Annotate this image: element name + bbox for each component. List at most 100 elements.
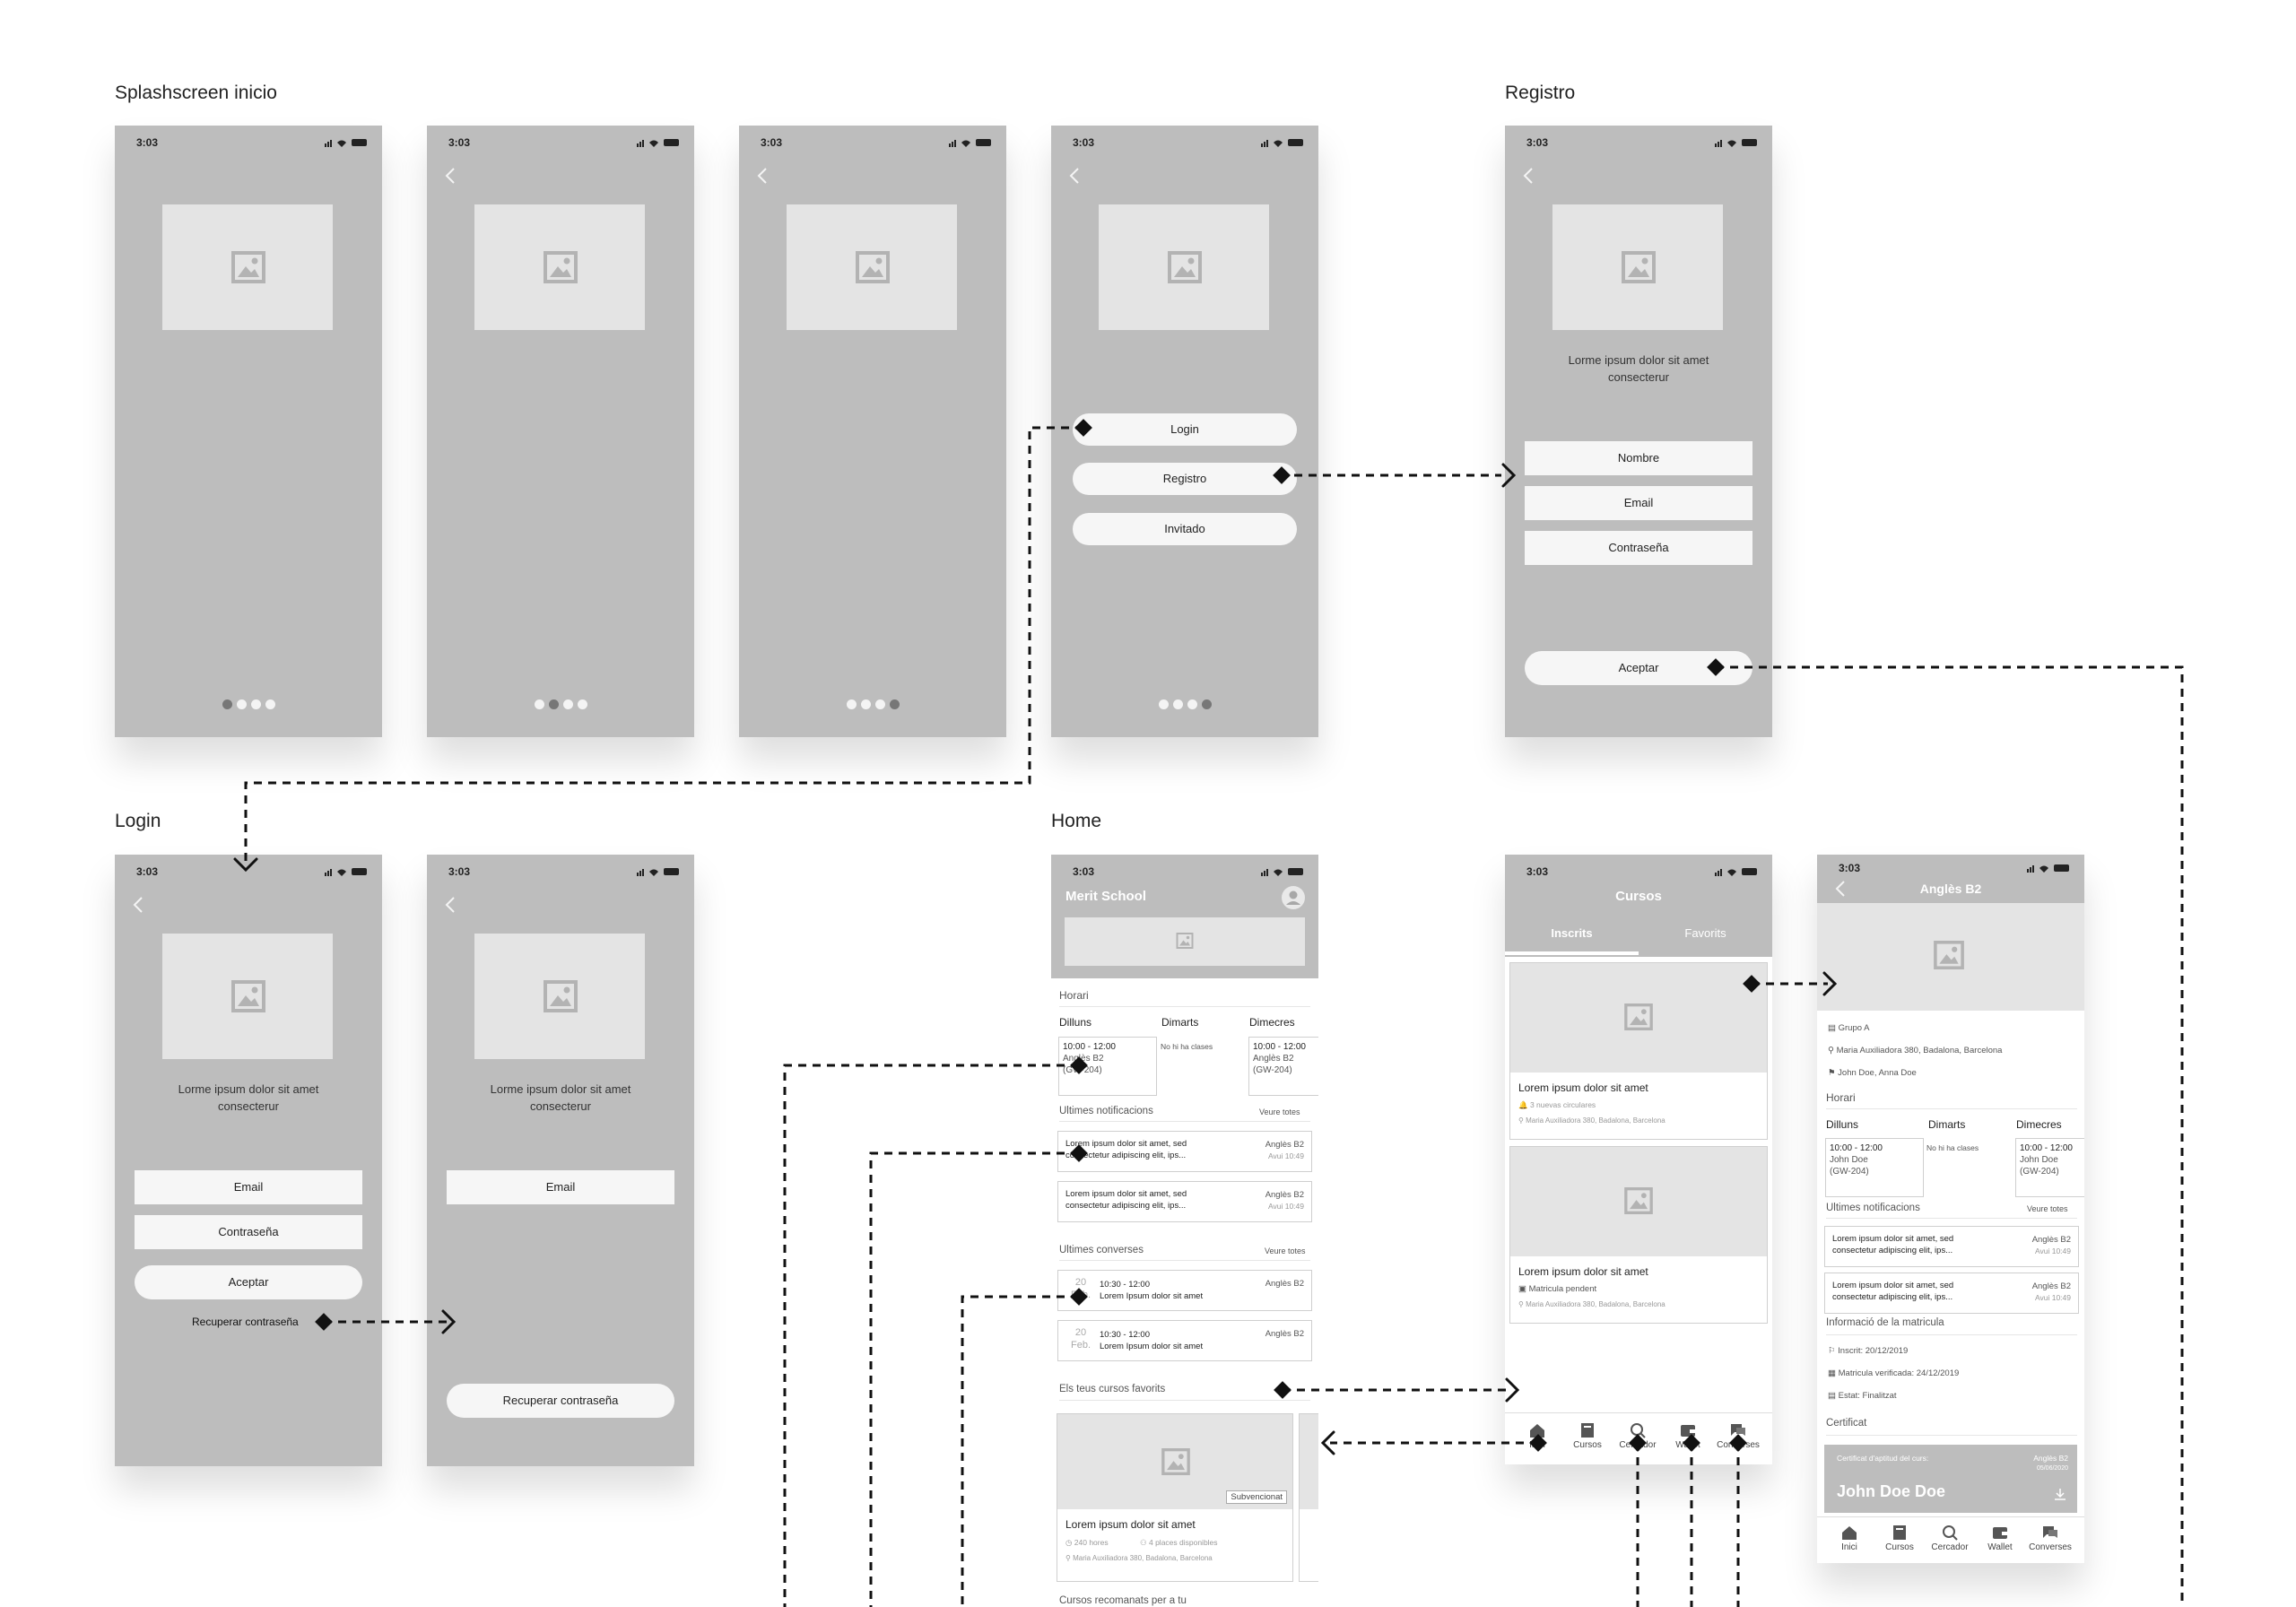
image-icon bbox=[1624, 1187, 1653, 1214]
pager-dots[interactable] bbox=[739, 699, 1006, 709]
pager-dots[interactable] bbox=[427, 699, 694, 709]
wallet-icon bbox=[1993, 1527, 2007, 1539]
see-all-link[interactable]: Veure totes bbox=[1265, 1247, 1306, 1255]
password-field[interactable]: Contraseña bbox=[1525, 531, 1752, 565]
arrowhead bbox=[1822, 971, 1838, 996]
day-label: Dimarts bbox=[1928, 1118, 1966, 1131]
splash-screen-4: 3:03 Login Registro Invitado bbox=[1051, 126, 1318, 737]
tab-inscrits[interactable]: Inscrits bbox=[1551, 926, 1593, 940]
back-icon[interactable] bbox=[131, 894, 145, 916]
address-info: ⚲ Maria Auxiliadora 380, Badalona, Barce… bbox=[1828, 1046, 2003, 1055]
nav-wallet[interactable]: Wallet bbox=[1977, 1524, 2023, 1552]
book-icon bbox=[1893, 1525, 1906, 1540]
nav-converses[interactable]: Converses bbox=[2027, 1524, 2074, 1552]
diamond-node bbox=[1529, 1434, 1547, 1452]
avatar-icon[interactable] bbox=[1281, 885, 1306, 910]
arrowhead bbox=[1501, 463, 1517, 488]
diamond-node bbox=[1070, 1056, 1088, 1074]
invitado-button[interactable]: Invitado bbox=[1073, 513, 1297, 545]
recuperar-button[interactable]: Recuperar contraseña bbox=[447, 1384, 674, 1418]
nombre-field[interactable]: Nombre bbox=[1525, 441, 1752, 475]
arrowhead bbox=[233, 857, 258, 873]
see-all-link[interactable]: Veure totes bbox=[2027, 1204, 2068, 1213]
certificate-card[interactable]: Certificat d'aptitud del curs: Anglès B2… bbox=[1824, 1445, 2077, 1513]
diamond-node bbox=[1629, 1434, 1647, 1452]
download-icon[interactable] bbox=[2054, 1488, 2066, 1500]
pager-dots[interactable] bbox=[115, 699, 382, 709]
back-icon[interactable] bbox=[1067, 165, 1082, 187]
label-registro: Registro bbox=[1505, 83, 1576, 103]
course-title: Lorem ipsum dolor sit amet bbox=[1518, 1265, 1648, 1278]
password-field[interactable]: Contraseña bbox=[135, 1215, 362, 1249]
login-button[interactable]: Login bbox=[1073, 413, 1297, 446]
course-meta: 🔔 3 nuevas circulares bbox=[1518, 1100, 1596, 1109]
course-card[interactable]: Lorem ipsum dolor sit amet ▣ Matricula p… bbox=[1509, 1146, 1768, 1324]
image-placeholder bbox=[162, 934, 333, 1059]
nav-cercador[interactable]: Cercador bbox=[1926, 1524, 1973, 1552]
search-icon bbox=[1943, 1525, 1958, 1541]
status-icons bbox=[1715, 868, 1757, 876]
label-home: Home bbox=[1051, 811, 1102, 831]
nav-inici[interactable]: Inici bbox=[1826, 1524, 1873, 1552]
connector-notifications bbox=[869, 1151, 1079, 1607]
connector-login bbox=[244, 426, 1083, 861]
school-name: Merit School bbox=[1065, 889, 1147, 904]
certificate-title: Certificat bbox=[1826, 1418, 1867, 1429]
nav-cursos[interactable]: Cursos bbox=[1876, 1524, 1923, 1552]
wallet-icon bbox=[1681, 1425, 1695, 1437]
home-icon bbox=[1530, 1424, 1544, 1438]
course-hours: ◷ 240 hores bbox=[1065, 1538, 1109, 1547]
nav-cursos[interactable]: Cursos bbox=[1564, 1422, 1611, 1450]
email-field[interactable]: Email bbox=[447, 1170, 674, 1204]
recuperar-link[interactable]: Recuperar contraseña bbox=[192, 1316, 299, 1328]
back-icon[interactable] bbox=[443, 165, 457, 187]
arrowhead bbox=[441, 1309, 457, 1334]
connector-converses bbox=[961, 1295, 1079, 1607]
home-screen: 3:03 Merit School Horari Dilluns Dimarts… bbox=[1051, 855, 1318, 1607]
favorite-course-card[interactable] bbox=[1299, 1413, 1318, 1582]
tab-favorits[interactable]: Favorits bbox=[1684, 926, 1726, 940]
status-icons bbox=[1715, 139, 1757, 147]
course-card[interactable]: Lorem ipsum dolor sit amet 🔔 3 nuevas ci… bbox=[1509, 962, 1768, 1140]
email-field[interactable]: Email bbox=[1525, 486, 1752, 520]
email-field[interactable]: Email bbox=[135, 1170, 362, 1204]
conversations-title: Ultimes converses bbox=[1059, 1245, 1144, 1255]
back-icon[interactable] bbox=[1833, 878, 1848, 899]
arrowhead bbox=[1320, 1430, 1335, 1455]
matricula-title: Informació de la matricula bbox=[1826, 1317, 1944, 1328]
splash-screen-3: 3:03 bbox=[739, 126, 1006, 737]
diamond-node bbox=[1070, 1144, 1088, 1162]
verified-info: ▦ Matricula verificada: 24/12/2019 bbox=[1828, 1368, 1960, 1378]
banner-image[interactable] bbox=[1065, 917, 1305, 966]
status-info: ▤ Estat: Finalitzat bbox=[1828, 1391, 1897, 1401]
back-icon[interactable] bbox=[1521, 165, 1535, 187]
see-all-link[interactable]: Veure totes bbox=[1259, 1108, 1300, 1116]
diamond-node bbox=[315, 1313, 333, 1331]
favorite-course-card[interactable]: Subvencionat Lorem ipsum dolor sit amet … bbox=[1057, 1413, 1293, 1582]
notifications-title: Ultimes notificacions bbox=[1059, 1106, 1153, 1116]
horari-title: Horari bbox=[1826, 1091, 1856, 1104]
back-icon[interactable] bbox=[755, 165, 770, 187]
status-icons bbox=[949, 139, 991, 147]
group-info: ▤ Grupo A bbox=[1828, 1023, 1870, 1033]
pager-dots[interactable] bbox=[1051, 699, 1318, 709]
arrowhead bbox=[1505, 1377, 1520, 1403]
status-time: 3:03 bbox=[1839, 862, 1861, 874]
status-icons bbox=[325, 868, 367, 876]
aceptar-button[interactable]: Aceptar bbox=[135, 1265, 362, 1299]
status-icons bbox=[1261, 868, 1303, 876]
status-time: 3:03 bbox=[136, 136, 159, 149]
back-icon[interactable] bbox=[443, 894, 457, 916]
registro-button[interactable]: Registro bbox=[1073, 463, 1297, 495]
